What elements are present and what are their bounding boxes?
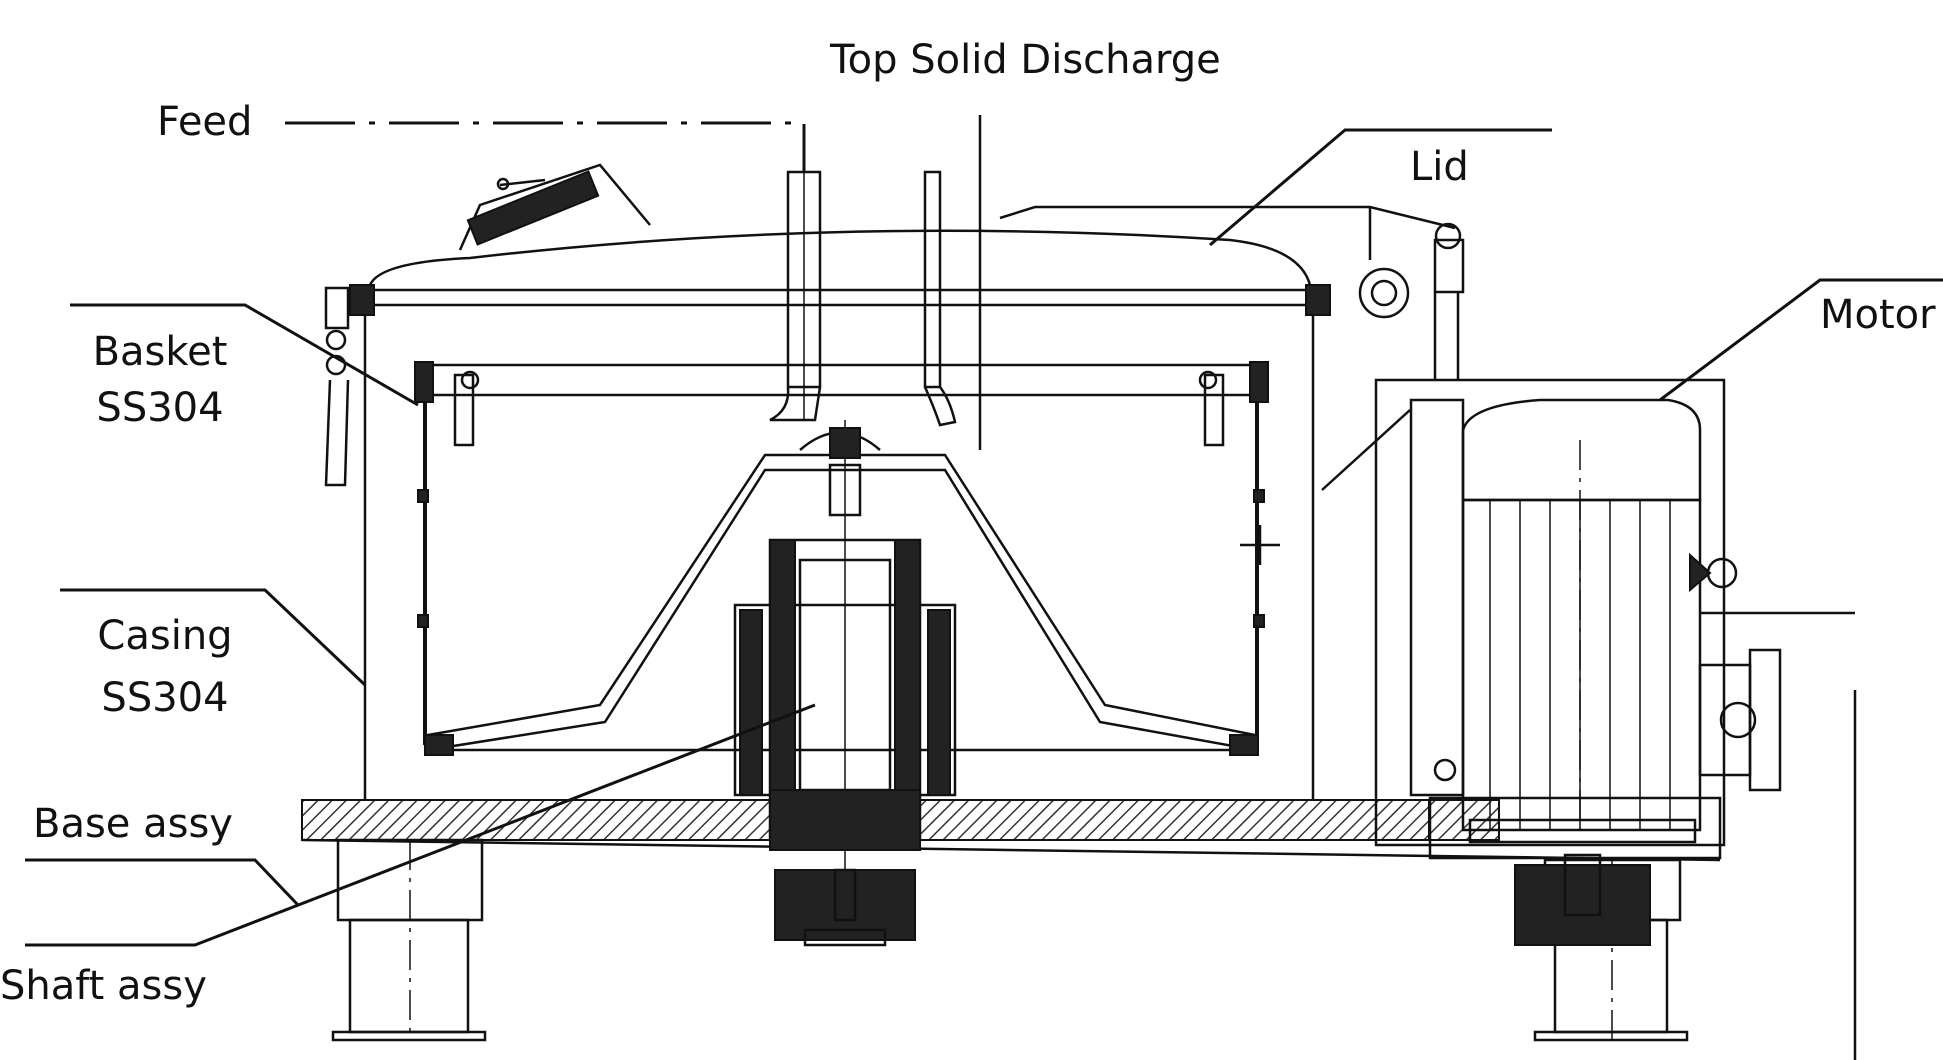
shaft-pulley — [774, 868, 916, 947]
feed-pipe — [769, 170, 822, 422]
shaft-assy-label: Shaft assy — [0, 963, 207, 1009]
basket-hub — [424, 431, 1259, 756]
lid-label: Lid — [1410, 144, 1469, 190]
shaft-assy-leader — [25, 703, 816, 947]
top-solid-discharge-label: Top Solid Discharge — [830, 37, 1221, 83]
lid-leader — [1209, 128, 1552, 247]
casing-label-line2: SS304 — [101, 675, 229, 721]
basket — [414, 361, 1280, 752]
casing-label: Casing SS304 — [85, 612, 245, 722]
discharge-pipe — [923, 115, 982, 450]
motor-leader — [1659, 278, 1943, 402]
lid-handle — [458, 163, 651, 251]
base-assy-label: Base assy — [33, 801, 233, 847]
lid-hinge — [1321, 222, 1465, 491]
lid — [368, 205, 1456, 286]
motor-pulley — [1514, 853, 1651, 946]
basket-label-line1: Basket — [92, 329, 228, 375]
basket-label-line2: SS304 — [96, 385, 224, 431]
casing-leader — [60, 588, 367, 687]
feed-leader — [285, 121, 806, 172]
motor — [1374, 378, 1857, 1060]
casing-label-line1: Casing — [97, 613, 233, 659]
feed-label: Feed — [157, 99, 253, 145]
basket-leader — [70, 303, 419, 407]
basket-label: Basket SS304 — [80, 328, 240, 432]
casing-latch — [324, 286, 350, 487]
shaft-housing — [733, 420, 957, 900]
motor-label: Motor — [1820, 292, 1936, 338]
base-assy-leader — [25, 858, 300, 907]
left-leg — [331, 838, 487, 1042]
